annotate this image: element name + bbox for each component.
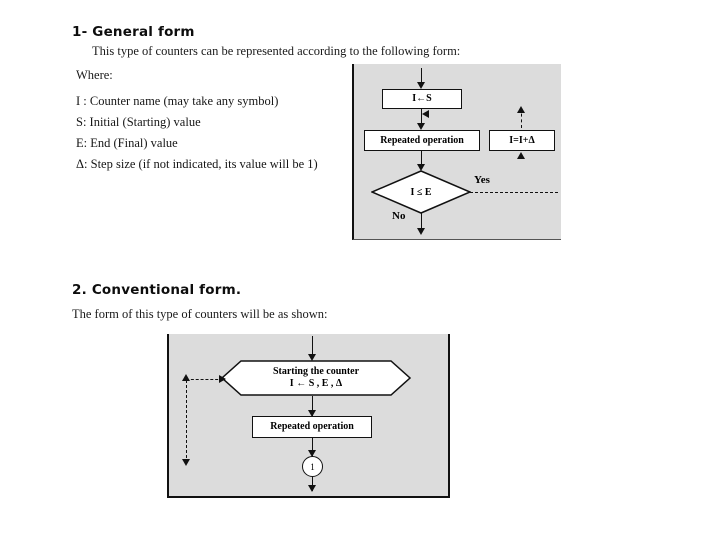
increment-up-arrowhead xyxy=(517,106,525,113)
yes-branch-dashed-line xyxy=(470,192,558,193)
decision-label: I ≤ E xyxy=(410,186,432,198)
where-label: Where: xyxy=(76,68,113,82)
conv-repeated-operation-box: Repeated operation xyxy=(252,416,372,438)
hex-to-operation-line xyxy=(312,396,313,417)
increment-box: I=I+Δ xyxy=(489,130,555,151)
feedback-loop-top-arrowhead xyxy=(182,374,190,381)
connector-exit-arrowhead xyxy=(308,485,316,492)
feedback-loop-vertical-dashed-line xyxy=(186,380,187,463)
hex-to-operation-arrowhead xyxy=(308,410,316,417)
decision-diamond: I ≤ E xyxy=(371,170,471,214)
operation-to-connector-line xyxy=(312,438,313,457)
entry-arrowhead xyxy=(417,82,425,89)
connector-exit-line xyxy=(312,477,313,491)
init-box: I←S xyxy=(382,89,462,109)
operation-to-decision-line xyxy=(421,151,422,169)
general-form-flowchart-panel: I←S Repeated operation I=I+Δ I ≤ E Yes N… xyxy=(352,64,561,240)
section-1-heading: 1- General form xyxy=(72,24,195,40)
init-to-operation-arrowhead xyxy=(417,123,425,130)
repeated-operation-box: Repeated operation xyxy=(364,130,480,151)
entry-connector-line xyxy=(421,68,422,85)
conv-entry-connector-line xyxy=(312,336,313,358)
definition-step-size: Δ: Step size (if not indicated, its valu… xyxy=(76,157,318,171)
no-branch-arrowhead xyxy=(417,228,425,235)
operation-to-decision-arrowhead xyxy=(417,164,425,171)
loop-merge-arrowhead xyxy=(422,110,429,118)
definition-counter-name: I : Counter name (may take any symbol) xyxy=(76,94,279,108)
operation-to-connector-arrowhead xyxy=(308,450,316,457)
connector-circle-1: 1 xyxy=(302,456,323,477)
feedback-loop-into-hexagon-arrowhead xyxy=(219,375,226,383)
init-to-operation-line xyxy=(421,109,422,128)
start-counter-hexagon: Starting the counter I ← S , E , Δ xyxy=(221,360,411,396)
increment-in-arrowhead xyxy=(517,152,525,159)
section-2-heading: 2. Conventional form. xyxy=(72,282,242,298)
start-counter-hexagon-text: Starting the counter I ← S , E , Δ xyxy=(221,360,411,396)
definition-end-value: E: End (Final) value xyxy=(76,136,178,150)
conv-entry-arrowhead xyxy=(308,354,316,361)
feedback-loop-bottom-arrowhead xyxy=(182,459,190,466)
start-counter-line-2: I ← S , E , Δ xyxy=(289,378,343,389)
section-1-intro-text: This type of counters can be represented… xyxy=(92,44,461,58)
conventional-form-flowchart-panel: Starting the counter I ← S , E , Δ Repea… xyxy=(167,334,450,498)
increment-up-dashed-line xyxy=(521,108,522,128)
yes-label: Yes xyxy=(474,174,490,186)
no-label: No xyxy=(392,210,406,222)
start-counter-line-1: Starting the counter xyxy=(272,365,360,377)
feedback-loop-horizontal-dashed-line xyxy=(186,379,223,380)
definition-initial-value: S: Initial (Starting) value xyxy=(76,115,201,129)
section-2-intro-text: The form of this type of counters will b… xyxy=(72,307,328,321)
no-branch-line xyxy=(421,213,422,233)
